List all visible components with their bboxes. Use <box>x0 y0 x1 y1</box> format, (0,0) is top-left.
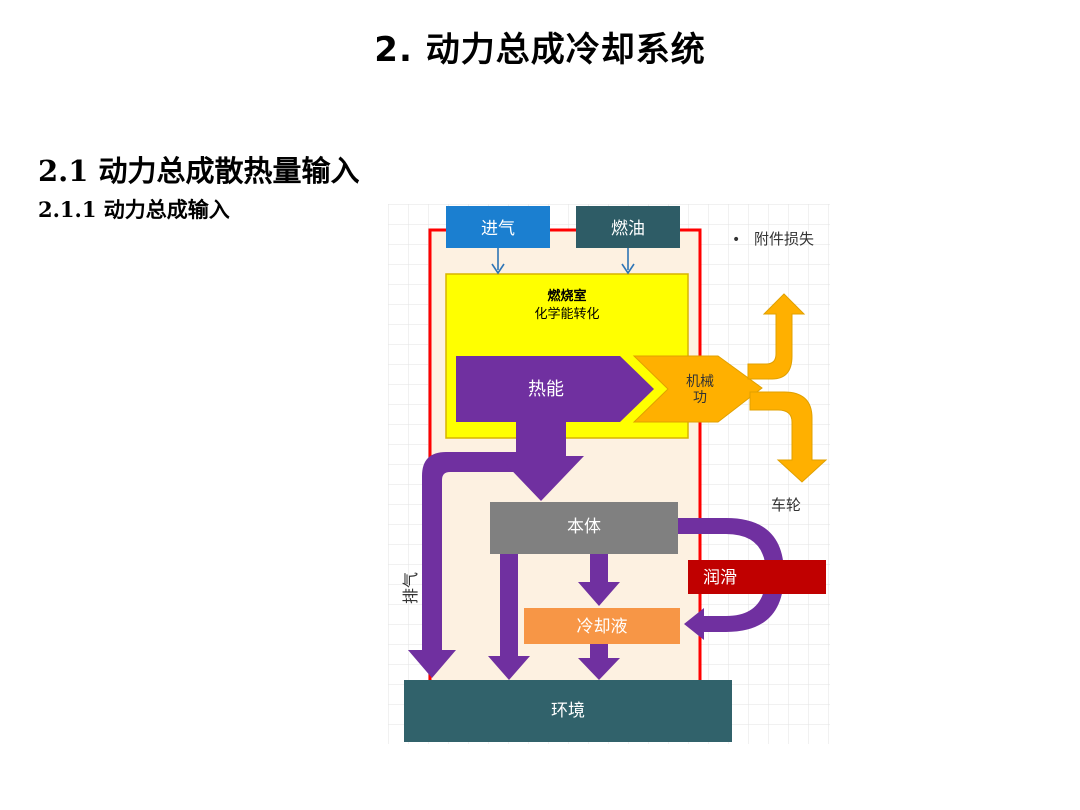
intake-box <box>446 206 550 248</box>
powertrain-energy-diagram: 燃烧室 化学能转化 进气 燃油 • 附件损失 排气 机械 功 车轮 热能 本体 … <box>388 204 830 744</box>
accessory-loss-label: 附件损失 <box>754 230 814 248</box>
heat-energy-label: 热能 <box>528 379 564 400</box>
wheels-arrow <box>749 391 828 483</box>
wheels-label: 车轮 <box>771 496 801 514</box>
section-title: 2.1 动力总成散热量输入 <box>38 154 360 188</box>
accessory-loss-bullet: • <box>732 232 740 248</box>
block-to-environment-arrow <box>488 554 530 680</box>
chamber-title: 燃烧室 <box>547 288 586 304</box>
mechanical-work-arrow <box>632 355 763 423</box>
heat-to-block-arrow <box>498 422 584 501</box>
fuel-box <box>576 206 680 248</box>
intake-label: 进气 <box>481 219 515 239</box>
environment-label: 环境 <box>551 701 585 721</box>
chamber-subtitle: 化学能转化 <box>534 306 599 322</box>
environment-box <box>404 680 732 742</box>
lubrication-loop <box>678 518 784 640</box>
coolant-label: 冷却液 <box>577 617 628 637</box>
exhaust-label: 排气 <box>401 572 420 604</box>
block-box <box>490 502 678 554</box>
block-to-coolant-arrow <box>578 554 620 606</box>
page-title: 2. 动力总成冷却系统 <box>374 30 706 70</box>
subsection-title: 2.1.1 动力总成输入 <box>38 197 230 222</box>
lubrication-label: 润滑 <box>703 568 737 588</box>
mech-work-line1: 机械 <box>686 374 714 390</box>
block-label: 本体 <box>567 517 601 537</box>
heat-energy-arrow <box>456 356 654 422</box>
coolant-box <box>524 608 680 644</box>
mech-work-line2: 功 <box>693 390 707 406</box>
fuel-label: 燃油 <box>611 219 645 239</box>
coolant-to-environment-arrow <box>578 644 620 680</box>
lubrication-box <box>688 560 826 594</box>
exhaust-flow <box>408 452 520 678</box>
